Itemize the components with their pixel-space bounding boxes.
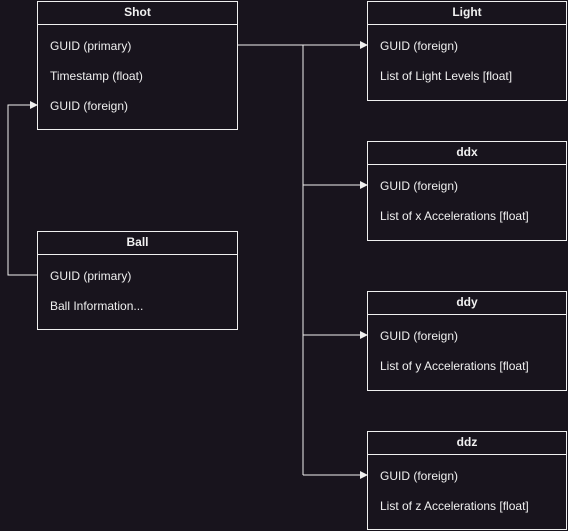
- ddx-entity[interactable]: ddx GUID (foreign) List of x Acceleratio…: [367, 141, 567, 241]
- ddz-field-accelerations: List of z Accelerations [float]: [380, 499, 529, 513]
- light-field-guid-foreign: GUID (foreign): [380, 39, 459, 53]
- ddx-field-guid-foreign: GUID (foreign): [380, 179, 459, 193]
- ball-field-guid-primary: GUID (primary): [50, 269, 132, 283]
- ddy-entity-title: ddy: [368, 292, 566, 315]
- shot-entity-title: Shot: [38, 2, 237, 25]
- shot-field-guid-foreign: GUID (foreign): [50, 99, 129, 113]
- shot-field-guid-primary: GUID (primary): [50, 39, 132, 53]
- ball-entity[interactable]: Ball GUID (primary) Ball Information...: [37, 231, 238, 330]
- light-field-levels: List of Light Levels [float]: [380, 69, 513, 83]
- light-entity-title: Light: [368, 2, 566, 25]
- light-entity[interactable]: Light GUID (foreign) List of Light Level…: [367, 1, 567, 101]
- ddx-entity-title: ddx: [368, 142, 566, 165]
- ball-to-shot-connector: [7, 101, 38, 276]
- ball-entity-title: Ball: [38, 232, 237, 255]
- ddy-field-accelerations: List of y Accelerations [float]: [380, 359, 529, 373]
- ddz-field-guid-foreign: GUID (foreign): [380, 469, 459, 483]
- ddz-entity[interactable]: ddz GUID (foreign) List of z Acceleratio…: [367, 431, 567, 530]
- ddy-field-guid-foreign: GUID (foreign): [380, 329, 459, 343]
- ddx-field-accelerations: List of x Accelerations [float]: [380, 209, 529, 223]
- ddz-entity-title: ddz: [368, 432, 566, 455]
- ball-field-information: Ball Information...: [50, 299, 144, 313]
- shot-field-timestamp: Timestamp (float): [50, 69, 143, 83]
- shot-entity[interactable]: Shot GUID (primary) Timestamp (float) GU…: [37, 1, 238, 130]
- ddy-entity[interactable]: ddy GUID (foreign) List of y Acceleratio…: [367, 291, 567, 391]
